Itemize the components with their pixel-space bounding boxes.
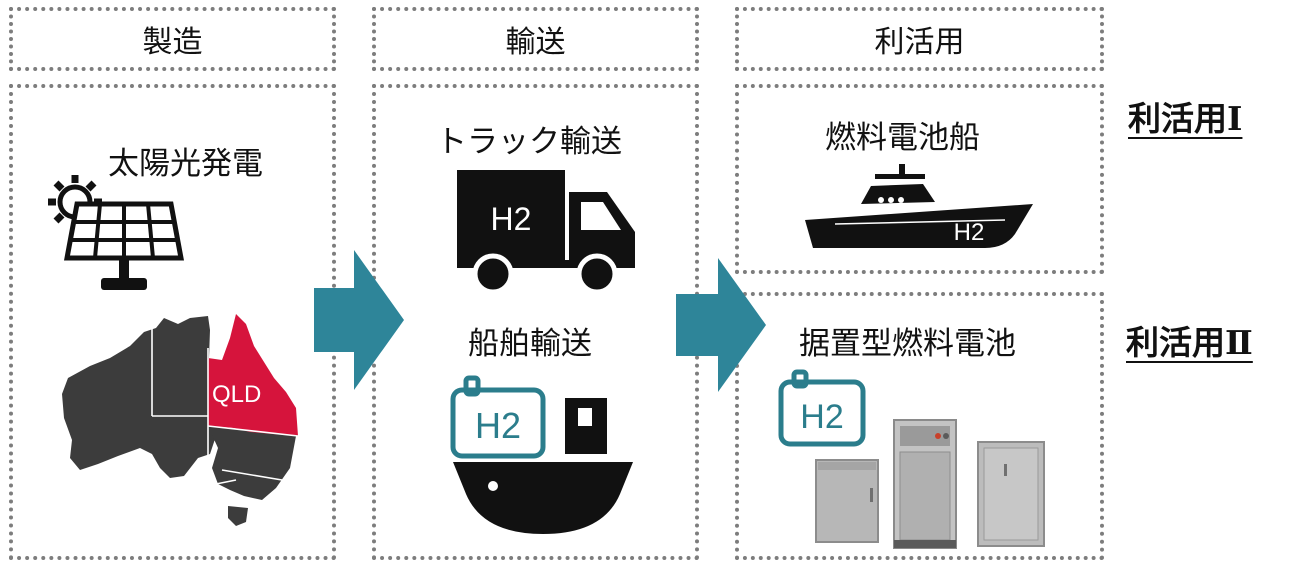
arrow-right-icon bbox=[676, 258, 766, 392]
hydrogen-container-icon: H2 bbox=[778, 369, 866, 447]
header-production: 製造 bbox=[9, 7, 336, 71]
utilization-1-box bbox=[735, 84, 1104, 274]
header-transport-label: 輸送 bbox=[505, 25, 566, 60]
fuel-cell-unit-icon: H2 bbox=[778, 369, 1045, 549]
fuel-cell-ship-h2-badge: H2 bbox=[954, 219, 985, 246]
truck-icon: H2 bbox=[457, 170, 635, 295]
header-utilization-label: 利活用 bbox=[874, 25, 965, 60]
flow-arrow-2 bbox=[676, 258, 766, 392]
fuel-cell-ship-label: 燃料電池船 bbox=[825, 120, 980, 156]
header-production-label: 製造 bbox=[142, 25, 203, 60]
stationary-h2-badge: H2 bbox=[800, 398, 843, 436]
ship-h2-badge: H2 bbox=[475, 405, 521, 446]
solar-power-label: 太陽光発電 bbox=[108, 146, 263, 182]
flow-arrow-1 bbox=[314, 250, 404, 390]
cargo-ship-icon: H2 bbox=[450, 375, 633, 534]
arrow-right-icon bbox=[314, 250, 404, 390]
ship-transport-label: 船舶輸送 bbox=[468, 326, 592, 362]
stationary-fuel-cell-label: 据置型燃料電池 bbox=[799, 326, 1016, 362]
use-1-label: 利活用Ⅰ bbox=[1128, 99, 1243, 138]
truck-h2-badge: H2 bbox=[491, 201, 532, 237]
hydrogen-container-icon: H2 bbox=[450, 375, 546, 459]
qld-label: QLD bbox=[212, 381, 261, 408]
header-transport: 輸送 bbox=[372, 7, 699, 71]
solar-panel-icon bbox=[48, 175, 185, 290]
utilization-2-box bbox=[735, 292, 1104, 560]
truck-transport-label: トラック輸送 bbox=[436, 124, 622, 160]
fuel-cell-ship-icon: H2 bbox=[805, 164, 1033, 248]
use-2-label: 利活用Ⅱ bbox=[1126, 323, 1253, 362]
australia-map-icon: QLD bbox=[62, 314, 299, 526]
header-utilization: 利活用 bbox=[735, 7, 1104, 71]
